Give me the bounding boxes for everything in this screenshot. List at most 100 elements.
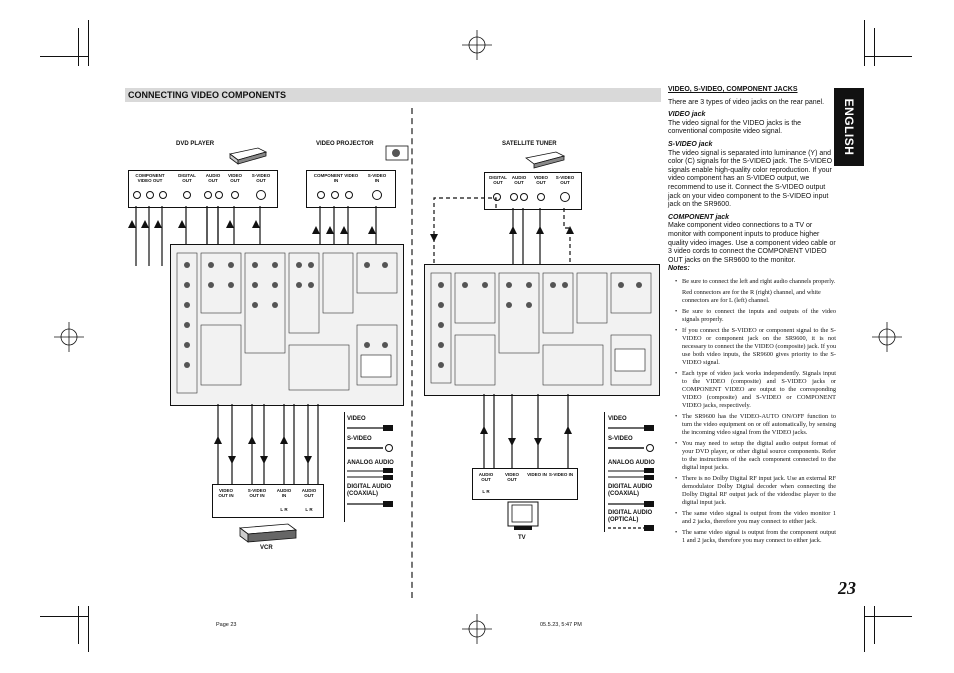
vcr-cables [214, 404, 319, 484]
vcr-lr1: L R [280, 507, 288, 512]
sat-video-out: VIDEO OUT [533, 175, 548, 185]
tv-lr: L R [482, 489, 490, 494]
section-title: CONNECTING VIDEO COMPONENTS [128, 90, 287, 100]
receiver-panel-icon [430, 272, 652, 386]
crop-mark [864, 20, 865, 66]
sat-svideo-out: S-VIDEO OUT [555, 175, 575, 185]
component-jack-body: Make component video connections to a TV… [668, 222, 836, 264]
note-item: You may need to setup the digital audio … [668, 440, 836, 472]
receiver-rear-panel-left [170, 244, 404, 406]
note-item: Be sure to connect the inputs and output… [668, 308, 836, 324]
crop-mark [864, 606, 865, 652]
crop-mark [78, 28, 79, 66]
legend-svideo: S-VIDEO [608, 436, 633, 442]
dvd-player-icon [229, 147, 268, 165]
video-jack-body: The video signal for the VIDEO jacks is … [668, 119, 802, 136]
vcr-label: VCR [260, 545, 273, 551]
svideo-cable-icon [608, 444, 654, 452]
tv-label: TV [518, 535, 526, 541]
note-item: There is no Dolby Digital RF input jack.… [668, 475, 836, 507]
projector-jacks-icon [317, 190, 382, 200]
sat-audio-out: AUDIO OUT [511, 175, 527, 185]
component-jack-title: COMPONENT jack [668, 213, 730, 221]
tv-jack-panel: AUDIO OUT VIDEO OUT VIDEO IN S-VIDEO IN … [472, 468, 578, 500]
crop-mark [874, 28, 875, 66]
tv-video-in: VIDEO IN [527, 472, 547, 477]
optical-cable-icon [608, 525, 654, 531]
receiver-rear-panel-right [424, 264, 660, 396]
vcr-video-jack: VIDEO OUT IN [218, 488, 234, 498]
crop-mark [864, 56, 912, 57]
dvd-video-out: VIDEO OUT [227, 173, 242, 183]
svideo-jack-body: The video signal is separated into lumin… [668, 149, 833, 209]
projector-component-in: COMPONENT VIDEO IN [313, 173, 359, 183]
dvd-jacks-icon [133, 190, 266, 200]
legend-video: VIDEO [608, 416, 627, 422]
notes-list: Be sure to connect the left and right au… [668, 278, 836, 545]
vcr-svideo-jack: S-VIDEO OUT IN [247, 488, 267, 498]
sat-jacks-icon [493, 192, 570, 202]
sat-digital-out: DIGITAL OUT [489, 175, 507, 185]
legend-svideo: S-VIDEO [347, 436, 372, 442]
diagram-divider [411, 108, 413, 598]
dvd-audio-out: AUDIO OUT [205, 173, 221, 183]
dvd-jack-panel: COMPONENT VIDEO OUT DIGITAL OUT AUDIO OU… [128, 170, 278, 208]
dvd-svideo-out: S-VIDEO OUT [251, 173, 271, 183]
satellite-tuner-label: SATELLITE TUNER [502, 141, 557, 147]
intro-text: There are 3 types of video jacks on the … [668, 98, 825, 106]
tv-audio-out: AUDIO OUT [478, 472, 494, 482]
legend-analog-audio: ANALOG AUDIO [347, 460, 394, 466]
registration-mark [872, 322, 902, 352]
analog-cable-icon [608, 468, 654, 480]
legend-digital-coax: DIGITAL AUDIO (COAXIAL) [347, 484, 392, 497]
jacks-heading: VIDEO, S-VIDEO, COMPONENT JACKS [668, 86, 798, 93]
vcr-audio-out: AUDIO OUT [301, 488, 317, 498]
footer-left: Page 23 [216, 622, 237, 628]
vcr-icon [238, 523, 298, 543]
svideo-cable-icon [347, 444, 393, 452]
registration-mark [462, 30, 492, 60]
tv-cables [480, 394, 572, 470]
dvd-player-label: DVD PLAYER [176, 141, 215, 147]
coax-cable-icon [347, 501, 393, 507]
tv-svideo-in: S-VIDEO IN [548, 472, 574, 477]
page-number: 23 [838, 578, 856, 598]
note-item: The same video signal is output from the… [668, 510, 836, 526]
video-cable-icon [608, 425, 654, 431]
video-projector-label: VIDEO PROJECTOR [316, 141, 374, 147]
vcr-jack-panel: VIDEO OUT IN S-VIDEO OUT IN AUDIO IN AUD… [212, 484, 324, 518]
analog-cable-icon [347, 468, 393, 480]
crop-mark [874, 606, 875, 644]
legend-video: VIDEO [347, 416, 366, 422]
right-top-cables [430, 197, 574, 264]
crop-mark [88, 606, 89, 652]
tv-video-out: VIDEO OUT [504, 472, 519, 482]
crop-mark [78, 606, 79, 644]
video-cable-icon [347, 425, 393, 431]
vcr-lr2: L R [305, 507, 313, 512]
registration-mark [54, 322, 84, 352]
svideo-jack-title: S-VIDEO jack [668, 140, 713, 148]
crop-mark [864, 616, 912, 617]
note-item: Be sure to connect the left and right au… [668, 278, 836, 286]
legend-analog-audio: ANALOG AUDIO [608, 460, 655, 466]
satellite-tuner-icon [525, 151, 566, 169]
coax-cable-icon [608, 501, 654, 507]
dvd-digital-out: DIGITAL OUT [178, 173, 196, 183]
crop-mark [88, 20, 89, 66]
legend-digital-coax: DIGITAL AUDIO (COAXIAL) [608, 484, 653, 497]
video-projector-icon [385, 145, 409, 161]
video-jack-title: VIDEO jack [668, 111, 706, 119]
note-item: If you connect the S-VIDEO or component … [668, 327, 836, 367]
right-legend: VIDEO S-VIDEO ANALOG AUDIO DIGITAL AUDIO… [604, 412, 665, 532]
notes-title: Notes: [668, 265, 690, 273]
projector-svideo-in: S-VIDEO IN [367, 173, 387, 183]
legend-digital-optical: DIGITAL AUDIO (OPTICAL) [608, 510, 653, 523]
note-item: The SR9600 has the VIDEO-AUTO ON/OFF fun… [668, 413, 836, 437]
tv-icon [507, 501, 539, 530]
vcr-audio-in: AUDIO IN [276, 488, 292, 498]
language-tab-label: ENGLISH [842, 98, 856, 156]
receiver-panel-icon [176, 252, 398, 394]
crop-mark [40, 56, 88, 57]
footer-right: 05.5.23, 5:47 PM [540, 622, 582, 628]
